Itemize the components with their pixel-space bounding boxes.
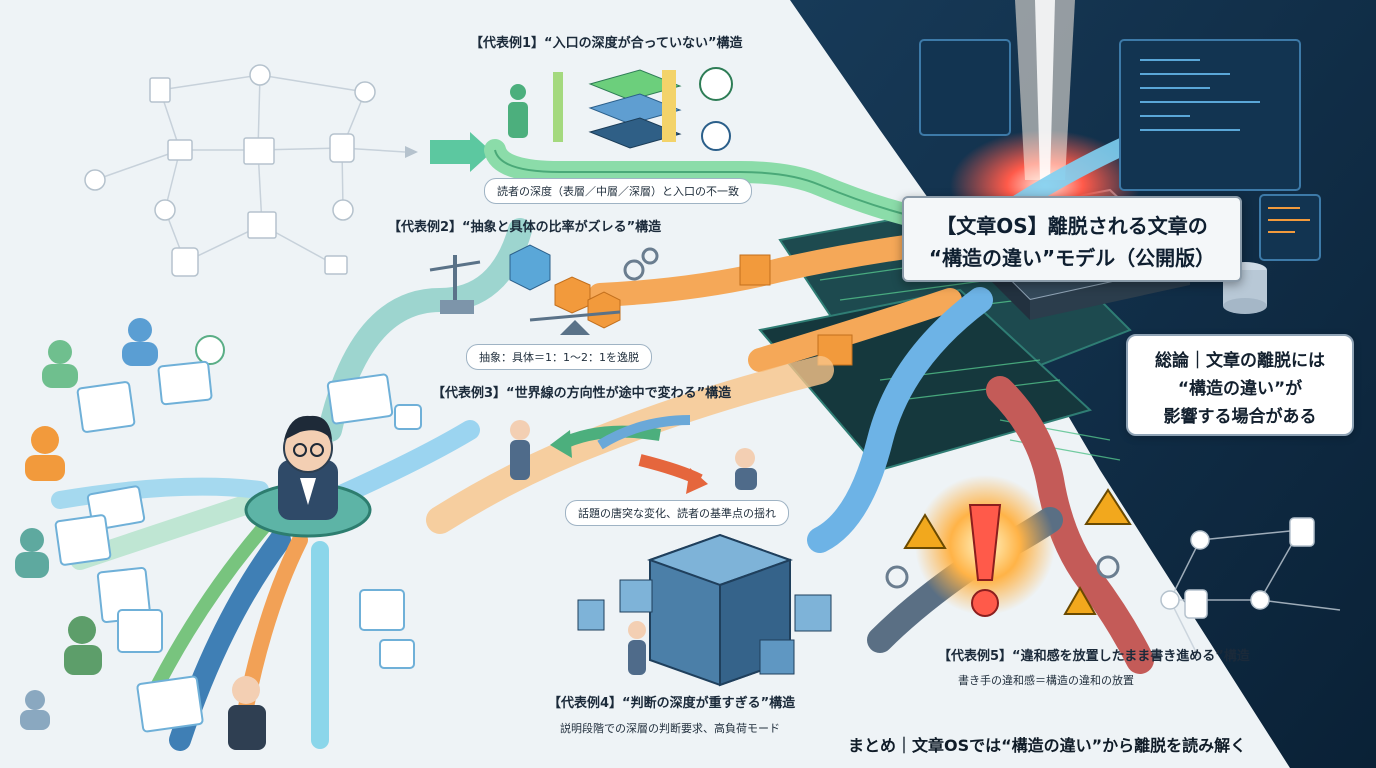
summary-line1: 総論｜文章の離脱には xyxy=(1155,351,1325,371)
main-title-line2: “構造の違い”モデル（公開版） xyxy=(928,246,1216,270)
main-title-box: 【文章OS】離脱される文章の “構造の違い”モデル（公開版） xyxy=(902,196,1242,282)
example5-caption: 書き手の違和感＝構造の違和の放置 xyxy=(958,674,1134,687)
left-paths xyxy=(318,218,532,442)
document-cards xyxy=(54,360,422,733)
arrow-right-network xyxy=(405,146,418,158)
example2-heading: 【代表例2】“抽象と具体の比率がズレる”構造 xyxy=(388,220,662,235)
network-nodes-top-left xyxy=(84,64,376,277)
summary-line3: 影響する場合がある xyxy=(1163,407,1317,427)
example4-caption: 説明段階での深層の判断要求、高負荷モード xyxy=(560,722,780,735)
network-nodes-right xyxy=(1160,517,1315,619)
summary-line2: “構造の違い”が xyxy=(1177,379,1303,399)
example1-heading: 【代表例1】“入口の深度が合っていない”構造 xyxy=(470,36,743,51)
footer-summary: まとめ｜文章OSでは“構造の違い”から離脱を読み解く xyxy=(848,736,1247,755)
blue-path xyxy=(807,287,993,553)
dark-background-region xyxy=(790,0,1376,768)
example5-heading: 【代表例5】“違和感を放置したまま書き進める”構造 xyxy=(938,649,1250,664)
arrow-right-green xyxy=(430,132,492,172)
main-title-line1: 【文章OS】離脱される文章の xyxy=(936,214,1208,238)
example2-icons xyxy=(429,244,659,335)
summary-box: 総論｜文章の離脱には “構造の違い”が 影響する場合がある xyxy=(1126,334,1354,436)
example4-heading: 【代表例4】“判断の深度が重すぎる”構造 xyxy=(548,696,796,711)
example1-caption: 読者の深度（表層／中層／深層）と入口の不一致 xyxy=(484,178,752,204)
left-side-people xyxy=(15,318,757,750)
example1-icons xyxy=(508,67,733,151)
example3-arrows xyxy=(550,415,708,494)
example3-caption: 話題の唐突な変化、読者の基準点の揺れ xyxy=(565,500,789,526)
orange-connector xyxy=(739,254,771,286)
example5-warnings xyxy=(885,475,1132,617)
light-beam-inner xyxy=(1035,0,1055,180)
central-person xyxy=(244,415,372,538)
example2-caption: 抽象：具体＝1：1〜2：1を逸脱 xyxy=(466,344,652,370)
red-path xyxy=(986,376,1154,674)
example3-heading: 【代表例3】“世界線の方向性が途中で変わる”構造 xyxy=(432,386,732,401)
example4-cubes xyxy=(577,533,832,687)
